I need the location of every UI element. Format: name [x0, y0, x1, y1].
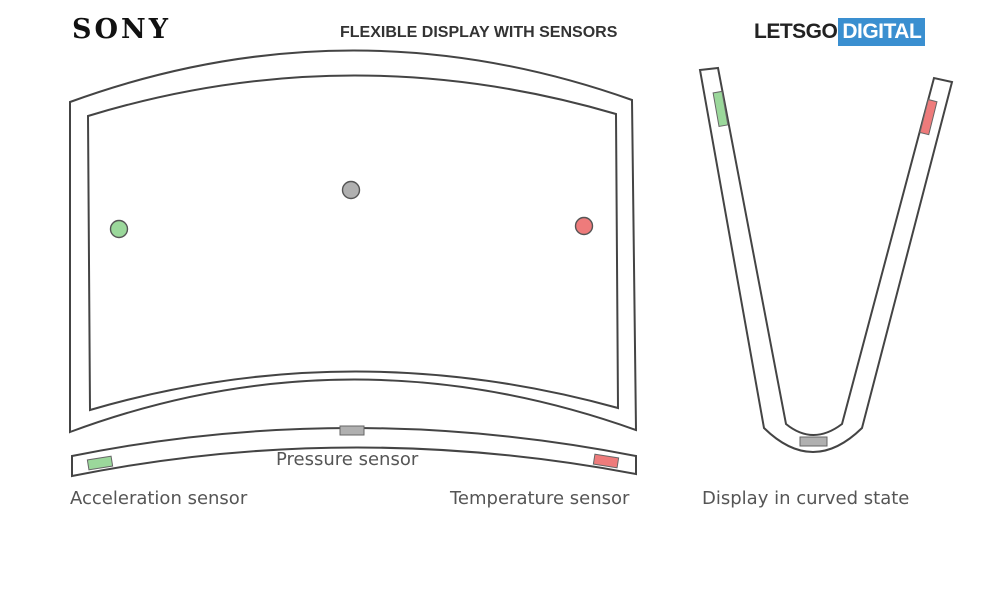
- curved-pressure-sensor: [799, 436, 828, 447]
- letsgodigital-logo: LETSGO DIGITAL: [754, 18, 926, 46]
- display-inner-screen: [86, 74, 620, 412]
- logo-part-letsgo: LETSGO: [754, 20, 838, 43]
- sony-logo: SONY: [72, 14, 171, 45]
- curved-state-label: Display in curved state: [702, 488, 910, 509]
- side-pressure-sensor: [339, 425, 365, 436]
- acceleration-sensor-marker: [109, 219, 129, 239]
- side-acceleration-sensor: [86, 455, 114, 471]
- pressure-sensor-marker: [341, 180, 361, 200]
- pressure-sensor-label: Pressure sensor: [276, 449, 419, 470]
- front-view-display: [69, 49, 638, 434]
- curved-display: [698, 66, 954, 453]
- temperature-sensor-label: Temperature sensor: [450, 488, 630, 509]
- curved-temperature-sensor: [919, 98, 938, 136]
- temperature-sensor-marker: [574, 216, 594, 236]
- side-temperature-sensor: [592, 453, 620, 469]
- side-view-strip: [71, 427, 637, 478]
- acceleration-sensor-label: Acceleration sensor: [70, 488, 248, 509]
- curved-acceleration-sensor: [712, 90, 729, 128]
- diagram-title: FLEXIBLE DISPLAY WITH SENSORS: [340, 24, 618, 41]
- logo-part-digital: DIGITAL: [838, 18, 926, 46]
